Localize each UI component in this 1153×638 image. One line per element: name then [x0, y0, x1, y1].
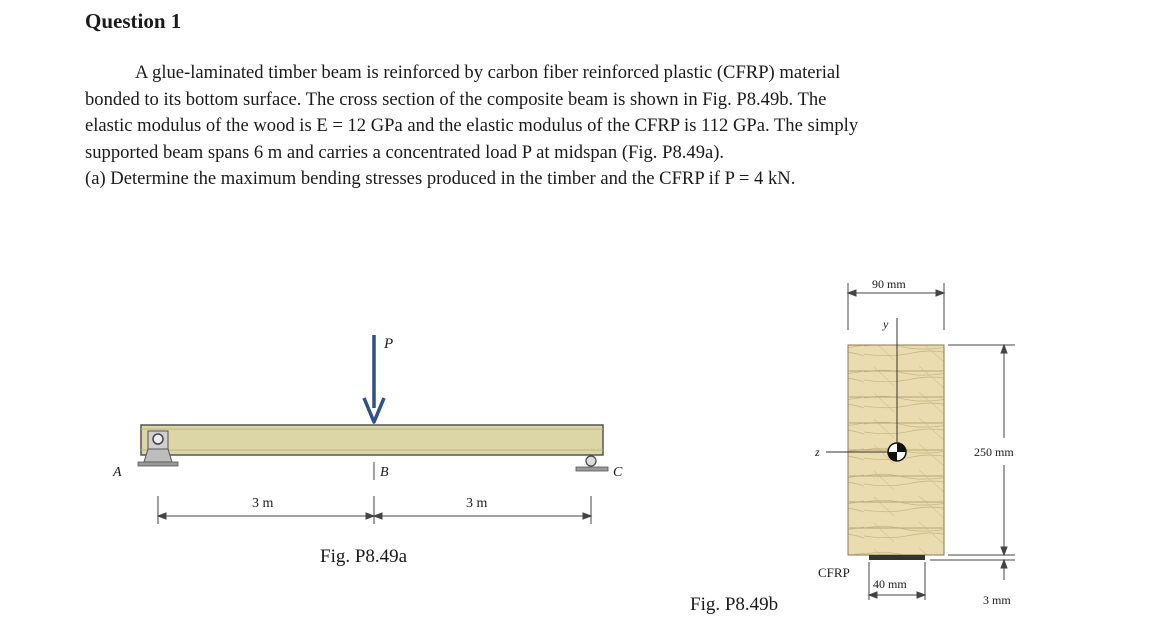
- pin-support: [137, 430, 179, 467]
- point-a-label: A: [112, 465, 122, 480]
- height-dimension: [948, 343, 1015, 557]
- problem-line: bonded to its bottom surface. The cross …: [85, 88, 827, 110]
- cfrp-width-label: 40 mm: [873, 577, 907, 591]
- question-heading: Question 1: [85, 9, 182, 33]
- height-label: 250 mm: [974, 445, 1014, 459]
- span-left-label: 3 m: [252, 496, 274, 511]
- point-b-label: B: [380, 465, 389, 480]
- thickness-label: 3 mm: [983, 593, 1011, 607]
- cfrp-strip: [869, 555, 925, 560]
- problem-line: elastic modulus of the wood is E = 12 GP…: [85, 115, 859, 136]
- beam-figure: P A B C 3 m 3 m: [112, 335, 623, 524]
- span-right-label: 3 m: [466, 496, 488, 511]
- cfrp-label: CFRP: [818, 565, 850, 580]
- fig-b-caption: Fig. P8.49b: [690, 594, 779, 615]
- span-dimension: [156, 496, 593, 524]
- load-label: P: [383, 336, 393, 352]
- problem-statement: A glue-laminated timber beam is reinforc…: [85, 60, 1070, 193]
- roller-support: [575, 455, 609, 472]
- width-dimension: [846, 283, 946, 330]
- load-arrow: [362, 335, 386, 424]
- fig-a-caption: Fig. P8.49a: [320, 546, 408, 567]
- z-axis-label: z: [814, 445, 820, 459]
- thickness-dimension: [930, 558, 1015, 580]
- width-label: 90 mm: [872, 277, 906, 291]
- centroid-icon: [887, 442, 907, 462]
- y-axis-label: y: [882, 317, 889, 331]
- problem-line: supported beam spans 6 m and carries a c…: [85, 141, 725, 163]
- problem-line: (a) Determine the maximum bending stress…: [85, 168, 796, 189]
- problem-line: A glue-laminated timber beam is reinforc…: [135, 62, 841, 83]
- cross-section-figure: 90 mm y z: [814, 277, 1015, 607]
- point-c-label: C: [613, 465, 623, 480]
- cfrp-width-dimension: [867, 562, 927, 600]
